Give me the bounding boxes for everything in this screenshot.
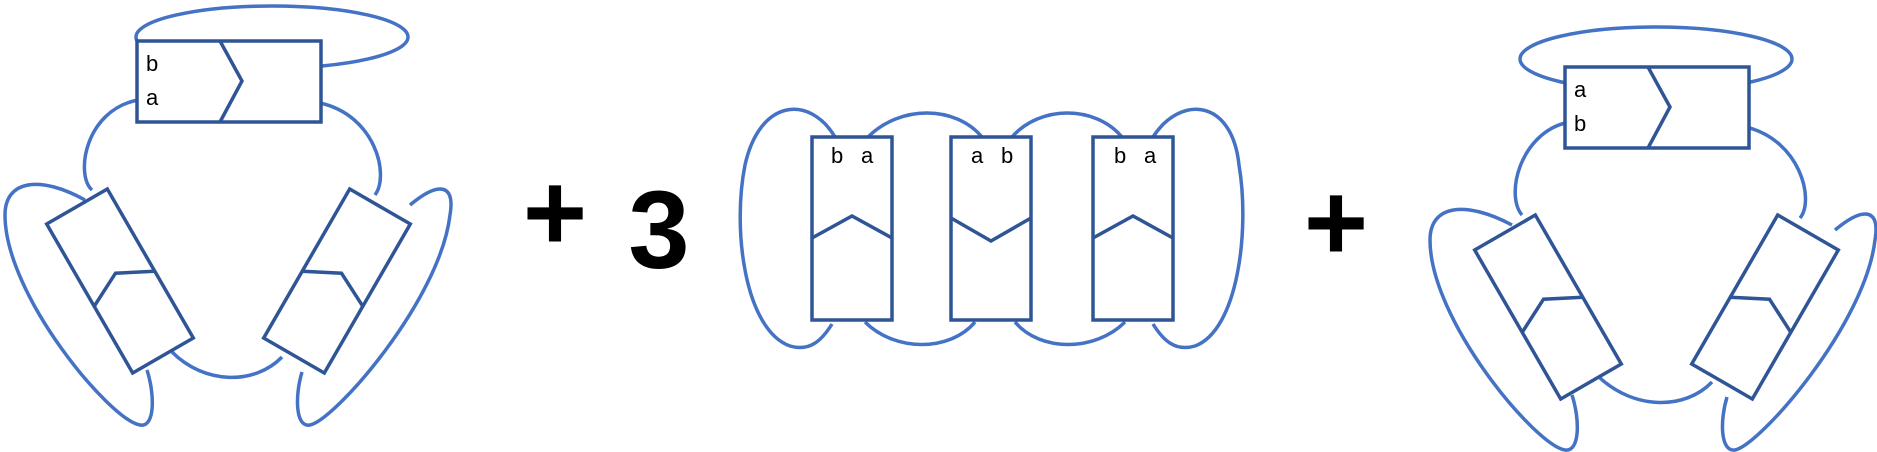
middle-box-1 — [810, 135, 894, 322]
middle-box-3-label-1: b — [1114, 143, 1126, 168]
middle-box-1-label-2: a — [861, 143, 874, 168]
right-box — [1689, 212, 1841, 402]
middle-box-2-fold — [950, 216, 1032, 244]
right-connecting-arc — [1745, 125, 1808, 220]
left-end-loop — [738, 107, 837, 350]
right-connecting-arc — [319, 101, 383, 197]
top-box — [135, 39, 323, 124]
bottom-arc-1-2 — [863, 320, 977, 347]
right-self-loop — [1720, 212, 1877, 452]
middle-box-2-label-2: b — [1001, 143, 1013, 168]
middle-box-3 — [1091, 135, 1175, 322]
top-box — [1563, 65, 1751, 150]
right-end-loop — [1151, 107, 1245, 350]
left-connecting-arc — [1513, 121, 1566, 217]
plus-operator-1: + — [523, 151, 587, 274]
top-box-label-1: a — [1574, 77, 1587, 102]
top-box-label-1: b — [146, 51, 158, 76]
linear-diagram-middle: b a a b b a — [738, 107, 1245, 350]
right-self-loop — [295, 187, 453, 427]
bottom-connecting-arc — [170, 350, 284, 380]
triangle-diagram-right: a b — [1428, 25, 1877, 452]
top-arc-2-3 — [1010, 111, 1124, 139]
bottom-connecting-arc — [1598, 376, 1714, 405]
middle-box-3-label-2: a — [1144, 143, 1157, 168]
triangle-diagram-left: b a — [3, 4, 453, 427]
middle-box-1-fold — [811, 214, 893, 240]
middle-box-3-fold — [1092, 214, 1174, 240]
plus-operator-2: + — [1304, 161, 1368, 284]
right-box — [261, 186, 413, 376]
top-box-fold — [1646, 66, 1672, 149]
left-box — [44, 186, 196, 376]
top-box-label-2: a — [146, 85, 159, 110]
left-self-loop — [1428, 207, 1580, 452]
middle-box-2-label-1: a — [971, 143, 984, 168]
left-connecting-arc — [82, 98, 139, 192]
left-box — [1472, 212, 1624, 402]
middle-box-2 — [949, 135, 1033, 322]
left-self-loop — [3, 182, 155, 427]
top-box-label-2: b — [1574, 111, 1586, 136]
top-arc-1-2 — [866, 111, 984, 139]
top-box-fold — [218, 40, 244, 123]
coefficient-3: 3 — [628, 169, 689, 292]
bottom-arc-2-3 — [1013, 320, 1127, 347]
middle-box-1-label-1: b — [831, 143, 843, 168]
